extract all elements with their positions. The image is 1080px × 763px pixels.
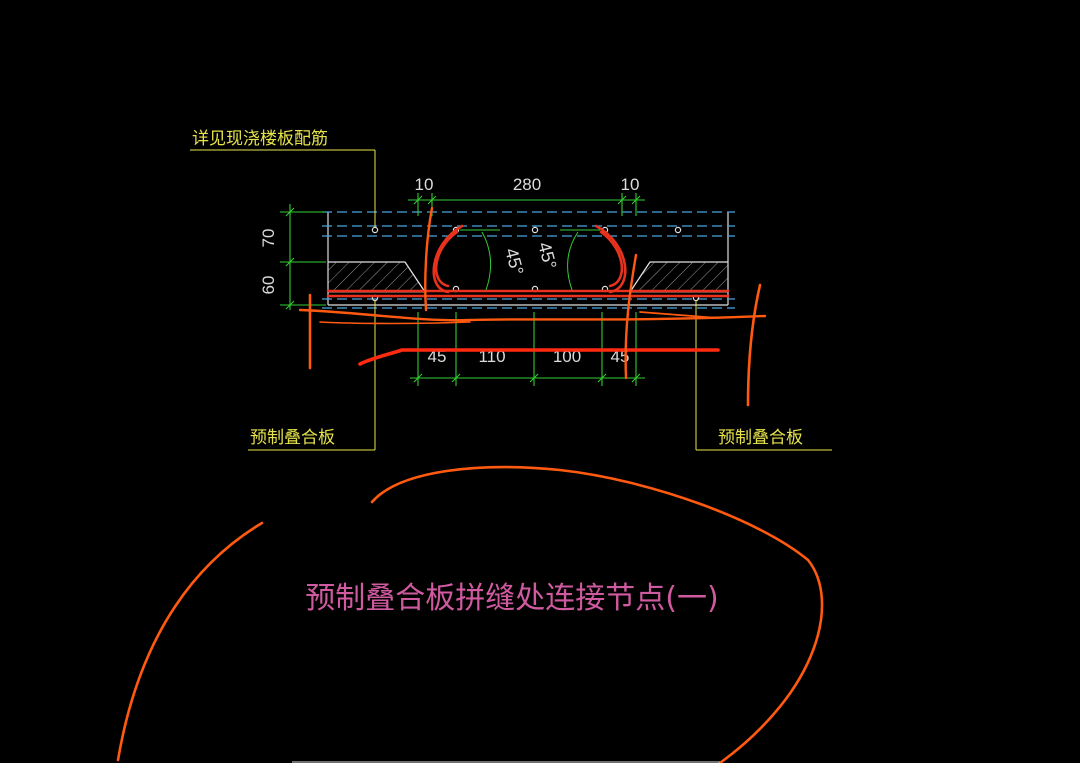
drawing-title: 预制叠合板拼缝处连接节点(一)	[305, 581, 718, 616]
callout-top-left: 详见现浇楼板配筋	[192, 129, 328, 149]
callout-leaders	[190, 149, 832, 451]
precast-slab-hatch	[327, 261, 729, 293]
dim-left-1: 70	[259, 229, 278, 248]
dim-top-3: 10	[621, 175, 640, 194]
rebar-hooks	[326, 224, 730, 298]
dim-top-1: 10	[415, 175, 434, 194]
dim-top-2: 280	[513, 175, 541, 194]
callout-bottom-right: 预制叠合板	[718, 428, 803, 448]
cast-in-place-dashed-lines	[322, 211, 735, 309]
angle-label-right: 45°	[534, 240, 560, 271]
dim-left-2: 60	[259, 276, 278, 295]
markup-strokes	[116, 206, 824, 763]
angle-label-left: 45°	[501, 246, 527, 277]
angle-arcs	[460, 229, 600, 291]
callout-bottom-left: 预制叠合板	[250, 428, 335, 448]
